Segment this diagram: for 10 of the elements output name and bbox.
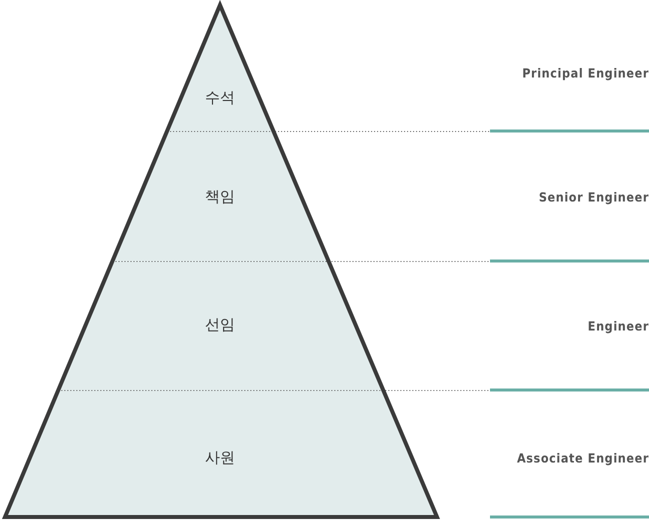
level-name: 수석: [204, 88, 235, 108]
pyramid-band: [58, 261, 384, 390]
level-name: 사원: [205, 448, 235, 468]
level-title: Principal Engineer: [522, 66, 649, 80]
level-title: Associate Engineer: [516, 450, 649, 466]
level-name: 선임: [204, 316, 235, 334]
level-name: 책임: [205, 188, 235, 206]
level-title: Senior Engineer: [538, 190, 649, 204]
pyramid-band: [5, 390, 437, 517]
level-title: Engineer: [588, 318, 649, 334]
